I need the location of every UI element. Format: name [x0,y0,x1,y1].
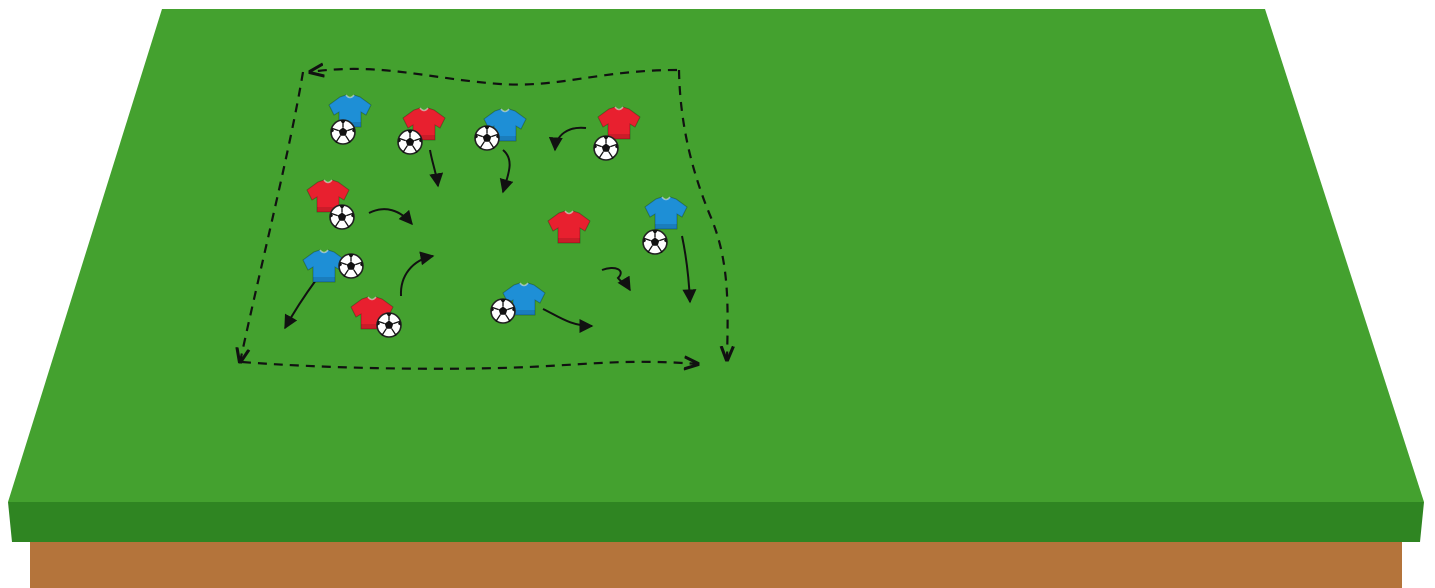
soil-base [30,538,1402,588]
football-icon [377,313,401,337]
football-icon [330,205,354,229]
football-icon [331,120,355,144]
football-icon [491,299,515,323]
pitch-front-edge [8,502,1424,542]
football-icon [475,126,499,150]
football-icon [643,230,667,254]
football-icon [398,130,422,154]
pitch-surface [8,9,1424,502]
football-icon [339,254,363,278]
football-icon [594,136,618,160]
